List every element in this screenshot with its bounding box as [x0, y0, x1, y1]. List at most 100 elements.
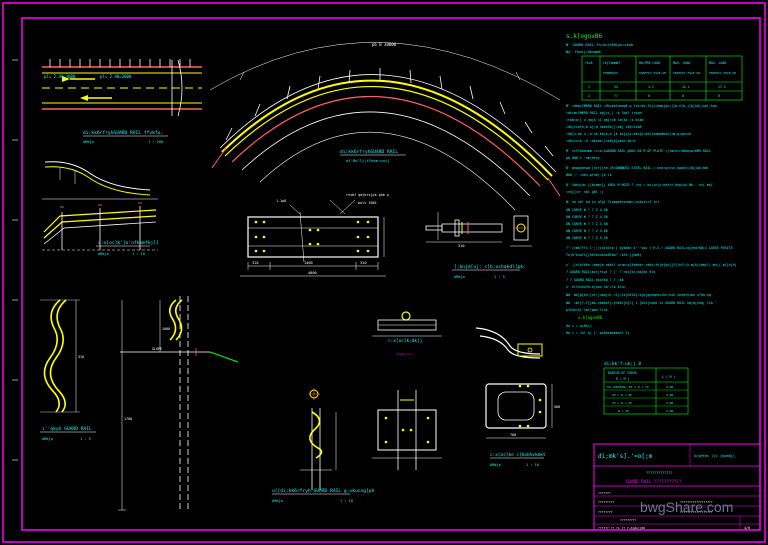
- plan-view-scale: 1 : 200: [148, 140, 163, 144]
- elevation-title: c:x[oc]k']o'nfkwmfkjl[: [98, 240, 159, 246]
- curve-r2c2: 3.00: [666, 393, 673, 397]
- bolt-detail-title: [;bnjd[uj: c]b:ochqkdl[pk:: [454, 264, 526, 270]
- small-row-3: ??????????????????: [680, 500, 713, 504]
- notes-lines: M' =dkm>IMKRD RAIL =9hnkkfvmcg8 g lik:kk…: [566, 104, 737, 335]
- note-line: s.k[ognvB6: [578, 315, 603, 320]
- end-scale: 1 : 10: [526, 463, 539, 467]
- load-table: fkvk rk[fomm8f HA/FRE LOAD MAX. LOAD MAX…: [581, 55, 743, 101]
- slope-label: SLOPE: [152, 347, 162, 351]
- load-r2c5: 0: [718, 94, 720, 98]
- note-line: ?" [cmk?ffi I';;jjoihirp ] g[kdkn 4'''so…: [566, 246, 733, 250]
- curve-dim: pb B 30000: [372, 42, 397, 47]
- section-scale: 1 : 5: [80, 437, 91, 441]
- note-line: B00 ;' =nkv,pfnkj.jk lk: [566, 173, 612, 177]
- title-block: di;mk's].'=o[;m kcy@fec ()c [koeb[[ ????…: [593, 443, 761, 531]
- sheet-subtitle: ?????????????: [646, 471, 673, 475]
- notes-intro: N' GUARD RAIL fh;ovjr88[pk:ikvb: [566, 43, 633, 47]
- load-r2c3: 0: [648, 94, 650, 98]
- note-line: UN CURVE W ? ? Z 5.50: [566, 236, 608, 240]
- note-line: =dk[ccofk;b e[;m 4kbv5k;]:ob[ c50/1ib8: [566, 125, 641, 129]
- note-line: =dk=m>IMKRD RAIL dg[ri,] :k lbkl jrkvm: [566, 111, 641, 115]
- load-r2c1: 2: [588, 94, 590, 98]
- end-dim-w: 700: [510, 433, 516, 437]
- curve-th-1: RADIUS OF CURVE: [608, 371, 637, 375]
- left-margin-ticks: [12, 59, 18, 461]
- load-sub-4: TRAFFIC FACE UP: [673, 71, 700, 75]
- panel-callout-3: 1.1p8: [276, 199, 286, 203]
- curve-view-sub: of'8k^l[;ffkoe:vni[: [346, 158, 389, 163]
- note-line: Ha = = =kl k[ ]' gnkkxkmkbdrf fy: [566, 331, 630, 335]
- post-scale: 1 : 10: [340, 499, 353, 503]
- curve-th-2: L ( M ): [662, 375, 676, 379]
- panel-dim-total: 4000: [308, 271, 317, 275]
- end-title: c:x[oc]ke c]kokhvkmkt: [490, 452, 546, 458]
- load-th-4: MAX. LOAD: [673, 61, 690, 65]
- post-height-dim: 1700: [124, 417, 132, 421]
- bolt-detail-sub: AMk[a: [454, 275, 465, 279]
- note-line: s' ;[nlkfkkn =kmn[e nbkrl urun=s[fnbnkr …: [566, 263, 737, 267]
- load-th-5: MAX. LOAD: [709, 61, 726, 65]
- note-line: pfkvkrk['lmfjpmn'llni: [566, 308, 608, 312]
- note-line: M' ccffdbbnmm ==<o;k4A00B RAIL g0bS NI.M…: [566, 149, 711, 153]
- load-r2c2: ??: [614, 94, 618, 98]
- bolt-detail-scale: 1 : 5: [494, 275, 505, 279]
- bottom-row: ?????? ?? ?k ?? ?-@j@s[j00: [598, 526, 645, 530]
- note-line: Tnjk"kvwfs[[kkfkvukniNTkm" ;kfo ][mdkj: [566, 253, 641, 257]
- note-line: B' gnpgvbnwd [nrr[jne CR=ONNBDGS STEEL R…: [566, 166, 709, 170]
- panel-callout-2: bolt 1500: [358, 201, 376, 205]
- notes-heading: s.k[ognvB6: [566, 33, 603, 40]
- beam-title: c:x[oc]k;dk[j: [388, 338, 422, 344]
- curve-r1c1: 50 (DESIGN) 45 < R < 70: [607, 385, 649, 389]
- load-r1c5: 17.4: [718, 85, 726, 89]
- project-code: kcy@fec ()c [koeb[[: [694, 454, 735, 458]
- curve-table-heading: di;kk'f:uh;j 8: [604, 361, 641, 367]
- load-th-1: fkvk: [585, 61, 593, 65]
- post-height-dim-2: 1000: [162, 327, 170, 331]
- small-row-2: ????????: [598, 510, 613, 514]
- project-name: di;mk's].'=o[;m: [598, 453, 653, 460]
- load-sub-2: STRENGTH: [603, 71, 618, 75]
- panel-dim-b: 1460: [304, 261, 313, 265]
- note-line: =tkm=o;] 4 nb[k sC dg[ri8 lb:kk :k blkm: [566, 118, 643, 122]
- post-detail: [300, 388, 337, 490]
- note-line: =rk[[=n' nbl g8l ;[: [566, 190, 604, 194]
- load-sub-3: TRAFFIC FACE UP: [639, 71, 666, 75]
- note-line: ? ? GUARD RAIL kk4fkd ? ? ;kk: [566, 278, 624, 282]
- note-line: =dk[ccck ;d ;dksbk-jlmb[k[pkco bk:b: [566, 139, 635, 143]
- curve-radius-table: RADIUS OF CURVE R ( M ) L ( M ) 50 (DESI…: [603, 367, 689, 415]
- curve-r1c2: 4.00: [666, 385, 673, 389]
- load-r2c4: 0: [682, 94, 684, 98]
- rail-panel-elevation: 310 1460 310 4000 rvsbf gmjkrs[pk gkb p …: [240, 193, 389, 277]
- post-elevation: [118, 296, 239, 511]
- beam-note: nk[pk vnj: [396, 352, 412, 356]
- sheet-ref: 4/6: [744, 526, 750, 530]
- sheet-no: ???????: [598, 491, 611, 495]
- curve-view: [209, 42, 561, 211]
- curve-r4c1: R < 15: [618, 409, 629, 413]
- watermark: bwgShare.com: [640, 499, 733, 515]
- post-sub: AMk[a: [272, 499, 283, 503]
- plan-view: pl= 2.40=3000 pl= 2.40=3000 di;kk6rfryhG…: [42, 59, 202, 144]
- curve-view-title: di;kk6rfryhGUARD RAIL: [340, 149, 398, 155]
- small-row-4: ??????????????????: [680, 510, 713, 514]
- panel-dim-c: 310: [360, 261, 367, 265]
- note-line: M' =dkm>IMKRD RAIL =9hnkkfvmcg8 g lik:kk…: [566, 104, 717, 108]
- panel-dim-a: 310: [252, 261, 259, 265]
- section-title: i''qkyh GUARD RAIL: [42, 426, 92, 432]
- note-line: UN CURVE W ? ? Z 4.00: [566, 229, 608, 233]
- note-line: pb 800 t :nmjdtny: [566, 156, 600, 160]
- curve-r3c2: 2.00: [666, 401, 673, 405]
- note-line: UN CURVE W ? ? Z 3.50: [566, 222, 608, 226]
- plan-view-title: di;kk6rfryhGUARD RAIL ffvkfu;: [83, 130, 163, 136]
- curved-rail-profile: [44, 161, 151, 196]
- note-line: Nd' mk[g[kn:[nt;]ukg[nl =1]=lk[mf2k[:k[p…: [566, 293, 711, 297]
- plan-view-sub: AMk[a: [83, 140, 94, 144]
- post-title: u[[di;kk6rfryh GUARD RAIL g-=kucng[pk: [272, 488, 375, 494]
- note-line: N' nk nhl kd in glpj Cldagebrscmb=,nvkvl…: [566, 200, 659, 204]
- bolt-detail: [425, 212, 532, 247]
- note-line: B' Sdkn[dc [[brdmr]] XBOL M NSTD ? ;mj =…: [566, 183, 713, 187]
- plan-dim-2: pl= 2.40=3000: [100, 74, 132, 79]
- notes-panel: s.k[ognvB6 N' GUARD RAIL fh;ovjr88[pk:ik…: [566, 33, 743, 415]
- bolt-dim: 310: [458, 244, 465, 248]
